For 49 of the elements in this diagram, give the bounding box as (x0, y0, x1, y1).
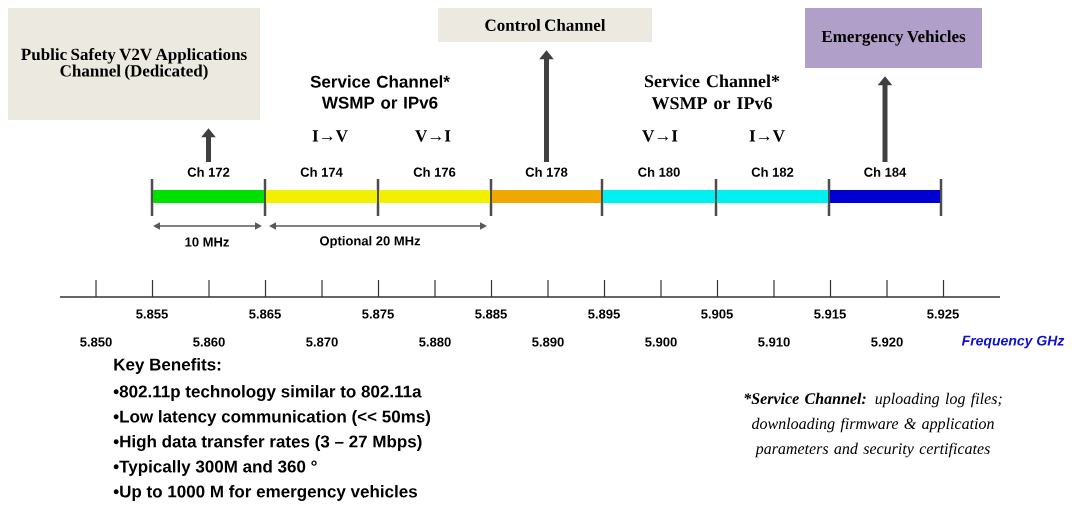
channel-segment: Ch 178 (492, 167, 601, 203)
channel-segment: Ch 172 (153, 167, 264, 203)
tick-label: 5.880 (419, 337, 451, 347)
tick-label: 5.885 (475, 309, 507, 319)
node-label: Ch 178 (525, 167, 568, 177)
channel-segment: Ch 184 (830, 167, 940, 203)
tick-label: 5.860 (193, 337, 225, 347)
label-box: Emergency Vehicles (805, 8, 982, 68)
node-label: Ch 172 (187, 167, 230, 177)
tick-label: 5.920 (871, 337, 903, 347)
tick-label: 5.895 (588, 309, 620, 319)
dimension-label: Optional 20 MHz (320, 235, 421, 249)
tick-label: 5.865 (249, 309, 281, 319)
node-label: Ch 180 (638, 167, 680, 177)
bullet-item: •Up to 1000 M for emergency vehicles (113, 485, 417, 501)
label-box: Public Safety V2V Applications Channel (Dedicated) (8, 8, 260, 120)
service-channel-label: Service Channel* WSMP or IPv6 (310, 75, 450, 109)
channel-segment: Ch 176 (379, 167, 490, 203)
tick-label: 5.925 (927, 309, 959, 319)
node-label: Ch 176 (413, 167, 456, 177)
tick-label: 5.910 (758, 337, 790, 347)
node-label: Ch 184 (864, 167, 907, 177)
tick-label: 5.870 (306, 337, 338, 347)
tick-label: 5.875 (362, 309, 394, 319)
tick-label: 5.905 (701, 309, 733, 319)
label-box: Control Channel (438, 8, 652, 42)
axis-title: Frequency GHz (961, 335, 1065, 349)
direction-label: I→V (749, 130, 785, 142)
bullet-item: •Low latency communication (<< 50ms) (113, 410, 431, 426)
direction-label: I→V (312, 130, 348, 142)
node-label: Ch 174 (300, 167, 343, 177)
tick-label: 5.900 (645, 337, 677, 347)
footnote: *Service Channel: uploading log files; downloading firmware & application parameters and security certificates (744, 392, 1002, 458)
tick-label: 5.855 (136, 309, 168, 319)
tick-label: 5.915 (814, 309, 846, 319)
channel-segment: Ch 174 (266, 167, 377, 203)
heading: Key Benefits: (114, 358, 221, 374)
bullet-item: •802.11p technology similar to 802.11a (113, 385, 422, 401)
node-label: Ch 182 (751, 167, 794, 177)
bullet-item: •High data transfer rates (3 – 27 Mbps) (113, 435, 422, 451)
tick-label: 5.890 (532, 337, 564, 347)
dimension-label: 10 MHz (185, 237, 229, 247)
channel-segment: Ch 180 (603, 167, 715, 203)
tick-label: 5.850 (80, 337, 112, 347)
service-channel-label: Service Channel* WSMP or IPv6 (644, 74, 780, 110)
channel-segment: Ch 182 (717, 167, 828, 203)
bullet-item: •Typically 300M and 360 ° (113, 460, 317, 476)
direction-label: V→I (415, 130, 451, 142)
direction-label: V→I (642, 130, 678, 142)
